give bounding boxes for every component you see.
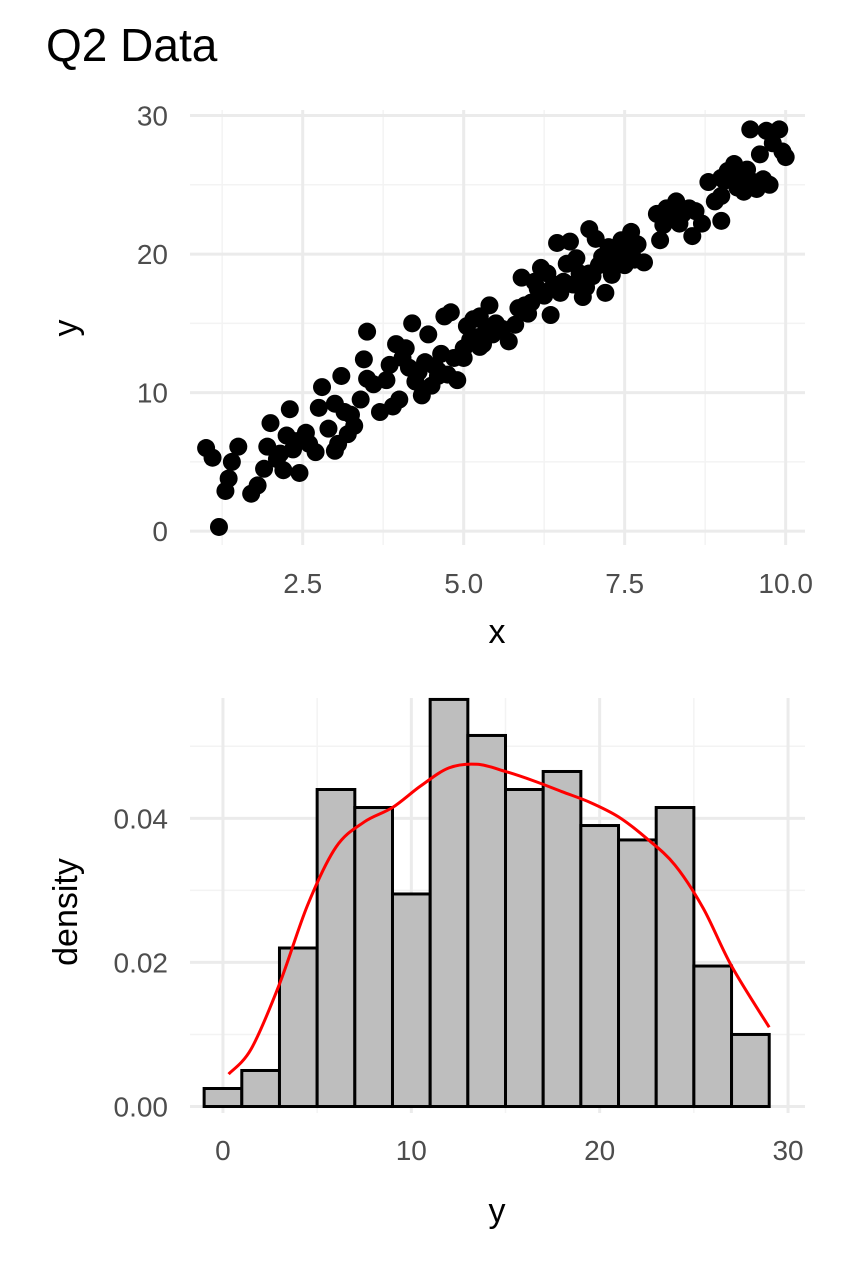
y-tick-label: 20: [137, 239, 168, 270]
y-tick-label: 0: [152, 516, 168, 547]
histogram-bar: [541, 769, 583, 1109]
data-point: [313, 378, 332, 397]
histogram-panel: 0 10 20 30 0.00 0.02 0.04 y density: [47, 697, 805, 1230]
histogram-bar: [730, 1032, 771, 1109]
histogram-x-axis-title: y: [489, 1192, 506, 1230]
data-point: [219, 469, 238, 488]
data-point: [651, 231, 670, 250]
data-point: [274, 461, 293, 480]
data-point: [248, 476, 267, 495]
histogram-x-tick-labels: 0 10 20 30: [215, 1135, 803, 1166]
histogram-bar: [654, 806, 696, 1109]
data-point: [448, 371, 467, 390]
y-tick-label: 0.00: [114, 1092, 169, 1123]
x-tick-label: 0: [215, 1135, 231, 1166]
x-tick-label: 10.0: [758, 568, 813, 599]
data-point: [541, 306, 560, 325]
data-point: [609, 247, 628, 266]
y-tick-label: 0.02: [114, 947, 169, 978]
x-tick-label: 20: [584, 1135, 615, 1166]
data-point: [635, 253, 654, 272]
data-point: [309, 398, 328, 417]
scatter-y-axis-title: y: [47, 320, 85, 337]
histogram-bar: [202, 1087, 244, 1109]
data-point: [499, 332, 518, 351]
data-point: [454, 348, 473, 367]
x-tick-label: 2.5: [283, 568, 322, 599]
data-point: [683, 227, 702, 246]
histogram-bar: [579, 824, 621, 1109]
histogram-y-tick-labels: 0.00 0.02 0.04: [114, 803, 169, 1122]
data-point: [580, 264, 599, 283]
x-tick-label: 30: [772, 1135, 803, 1166]
data-point: [567, 249, 586, 268]
data-point: [403, 314, 422, 333]
data-point: [290, 463, 309, 482]
data-point: [341, 405, 360, 424]
histogram-bar: [466, 733, 508, 1109]
data-point: [261, 414, 280, 433]
x-tick-label: 5.0: [444, 568, 483, 599]
data-point: [280, 400, 299, 419]
data-point: [396, 339, 415, 358]
density-curve: [227, 762, 771, 1076]
histogram-bars: [202, 697, 771, 1109]
data-point: [222, 452, 241, 471]
histogram-bar: [617, 838, 658, 1109]
scatter-x-axis-title: x: [489, 613, 506, 651]
data-point: [306, 443, 325, 462]
data-point: [628, 235, 647, 254]
data-point: [255, 459, 274, 478]
histogram-bar: [390, 892, 432, 1109]
data-point: [358, 322, 377, 341]
data-point: [470, 337, 489, 356]
data-point: [560, 232, 579, 251]
data-point: [586, 229, 605, 248]
figure-title: Q2 Data: [46, 19, 218, 71]
data-point: [760, 175, 779, 194]
scatter-x-tick-labels: 2.5 5.0 7.5 10.0: [283, 568, 813, 599]
data-point: [390, 390, 409, 409]
data-point: [419, 325, 438, 344]
data-point: [203, 448, 222, 467]
data-point: [332, 366, 351, 385]
histogram-y-axis-title: density: [47, 858, 85, 966]
data-point: [271, 444, 290, 463]
data-point: [319, 419, 338, 438]
data-point: [705, 192, 724, 211]
scatter-panel: 2.5 5.0 7.5 10.0 0 10 20 30 x y: [47, 101, 813, 651]
data-point: [776, 148, 795, 167]
x-tick-label: 7.5: [605, 568, 644, 599]
data-point: [351, 390, 370, 409]
histogram-bar: [692, 964, 734, 1109]
data-point: [441, 303, 460, 322]
data-point: [354, 350, 373, 369]
x-tick-label: 10: [396, 1135, 427, 1166]
histogram-bar: [353, 806, 394, 1109]
data-point: [229, 437, 248, 456]
y-tick-label: 0.04: [114, 803, 169, 834]
data-point: [480, 296, 499, 315]
data-point: [377, 371, 396, 390]
data-point: [428, 361, 447, 380]
data-point: [741, 120, 760, 139]
histogram-bar: [504, 788, 545, 1109]
data-point: [750, 145, 769, 164]
histogram-bar: [240, 1068, 281, 1109]
scatter-y-tick-labels: 0 10 20 30: [137, 101, 168, 548]
data-point: [506, 315, 525, 334]
data-point: [692, 214, 711, 233]
histogram-bar: [315, 788, 357, 1109]
y-tick-label: 10: [137, 378, 168, 409]
data-point: [712, 168, 731, 187]
histogram-bar: [428, 697, 470, 1109]
data-point: [209, 517, 228, 536]
scatter-points: [197, 120, 795, 536]
y-tick-label: 30: [137, 101, 168, 132]
data-point: [712, 211, 731, 230]
data-point: [596, 283, 615, 302]
data-point: [770, 120, 789, 139]
